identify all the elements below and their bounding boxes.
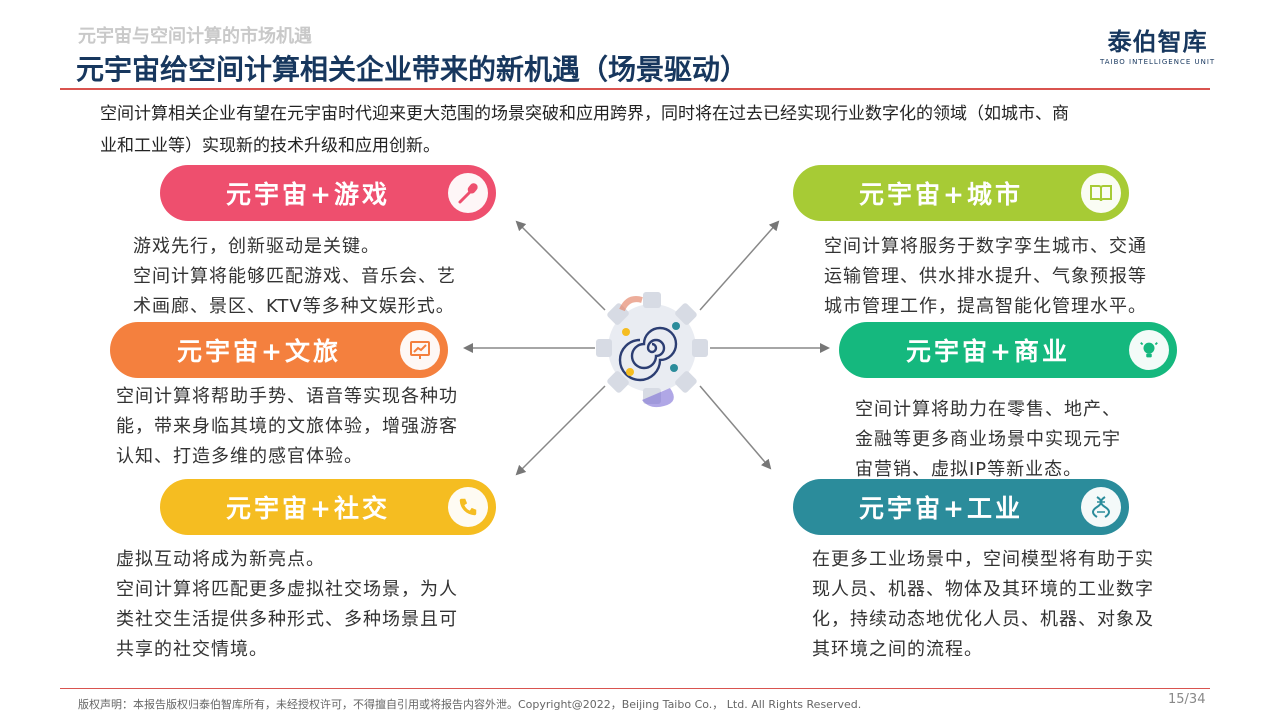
scenario-game-line: 游戏先行，创新驱动是关键。 [133, 236, 380, 257]
scenario-commerce-banner: 元宇宙+商业 [839, 322, 1177, 378]
scenario-city-line: 城市管理工作，提高智能化管理水平。 [824, 296, 1147, 317]
scenario-industry-banner: 元宇宙+工业 [793, 479, 1129, 535]
scenario-social-description: 虚拟互动将成为新亮点。 空间计算将匹配更多虚拟社交场景，为人 类社交生活提供多种… [116, 545, 458, 665]
dna-icon [1081, 487, 1121, 527]
scenario-commerce-line: 空间计算将助力在零售、地产、 [855, 399, 1121, 420]
header-divider [60, 88, 1210, 90]
scenario-tourism-description: 空间计算将帮助手势、语音等实现各种功 能，带来身临其境的文旅体验，增强游客 认知… [116, 382, 458, 472]
brand-logo: 泰伯智库 TAIBO INTELLIGENCE UNIT [1100, 28, 1215, 66]
scenario-tourism-line: 空间计算将帮助手势、语音等实现各种功 [116, 386, 458, 407]
scenario-industry-line: 化，持续动态地优化人员、机器、对象及 [812, 609, 1154, 630]
scenario-tourism-line: 能，带来身临其境的文旅体验，增强游客 [116, 416, 458, 437]
scenario-tourism-title: 元宇宙+文旅 [177, 337, 341, 366]
microphone-icon [448, 173, 488, 213]
scenario-industry-title: 元宇宙+工业 [859, 494, 1023, 523]
scenario-commerce-line: 宙营销、虚拟IP等新业态。 [855, 459, 1083, 480]
arrow-to-social [515, 385, 606, 476]
book-icon [1081, 173, 1121, 213]
arrow-to-game [515, 220, 606, 311]
scenario-industry-line: 在更多工业场景中，空间模型将有助于实 [812, 549, 1154, 570]
scenario-social-line: 共享的社交情境。 [116, 639, 268, 660]
arrow-to-industry [699, 385, 772, 470]
scenario-commerce-title: 元宇宙+商业 [906, 337, 1070, 366]
scenario-city-banner: 元宇宙+城市 [793, 165, 1129, 221]
logo-text-cn: 泰伯智库 [1107, 28, 1208, 56]
scenario-social-line: 虚拟互动将成为新亮点。 [116, 549, 325, 570]
scenario-social-line: 空间计算将匹配更多虚拟社交场景，为人 [116, 579, 458, 600]
scenario-game-banner: 元宇宙+游戏 [160, 165, 496, 221]
copyright-notice: 版权声明：本报告版权归泰伯智库所有，未经授权许可，不得擅自引用或将报告内容外泄。… [78, 698, 862, 711]
section-supertitle: 元宇宙与空间计算的市场机遇 [78, 26, 312, 47]
scenario-city-title: 元宇宙+城市 [859, 180, 1023, 209]
arrow-to-city [699, 220, 780, 311]
scenario-social-line: 类社交生活提供多种形式、多种场景且可 [116, 609, 458, 630]
intro-line-2: 业和工业等）实现新的技术升级和应用创新。 [100, 136, 440, 156]
spiral-gear-icon [596, 292, 708, 408]
intro-paragraph: 空间计算相关企业有望在元宇宙时代迎来更大范围的场景突破和应用跨界，同时将在过去已… [100, 98, 1180, 162]
scenario-tourism-line: 认知、打造多维的感官体验。 [116, 446, 363, 467]
scenario-city-line: 运输管理、供水排水提升、气象预报等 [824, 266, 1147, 287]
scenario-social-title: 元宇宙+社交 [226, 494, 390, 523]
lightbulb-icon [1129, 330, 1169, 370]
scenario-industry-description: 在更多工业场景中，空间模型将有助于实 现人员、机器、物体及其环境的工业数字 化，… [812, 545, 1154, 665]
scenario-industry-line: 其环境之间的流程。 [812, 639, 983, 660]
scenario-commerce-line: 金融等更多商业场景中实现元宇 [855, 429, 1121, 450]
scenario-social-banner: 元宇宙+社交 [160, 479, 496, 535]
scenario-game-description: 游戏先行，创新驱动是关键。 空间计算将能够匹配游戏、音乐会、艺 术画廊、景区、K… [133, 232, 456, 322]
intro-line-1: 空间计算相关企业有望在元宇宙时代迎来更大范围的场景突破和应用跨界，同时将在过去已… [100, 104, 1069, 124]
page-title: 元宇宙给空间计算相关企业带来的新机遇（场景驱动） [76, 53, 749, 86]
scenario-commerce-description: 空间计算将助力在零售、地产、 金融等更多商业场景中实现元宇 宙营销、虚拟IP等新… [855, 395, 1121, 485]
footer-divider [60, 688, 1210, 689]
scenario-game-line: 术画廊、景区、KTV等多种文娱形式。 [133, 296, 455, 317]
phone-icon [448, 487, 488, 527]
scenario-tourism-banner: 元宇宙+文旅 [110, 322, 448, 378]
scenario-game-line: 空间计算将能够匹配游戏、音乐会、艺 [133, 266, 456, 287]
presentation-chart-icon [400, 330, 440, 370]
scenario-city-line: 空间计算将服务于数字孪生城市、交通 [824, 236, 1147, 257]
scenario-city-description: 空间计算将服务于数字孪生城市、交通 运输管理、供水排水提升、气象预报等 城市管理… [824, 232, 1147, 322]
page-number: 15/34 [1168, 692, 1206, 707]
scenario-industry-line: 现人员、机器、物体及其环境的工业数字 [812, 579, 1154, 600]
logo-text-en: TAIBO INTELLIGENCE UNIT [1100, 58, 1216, 66]
scenario-game-title: 元宇宙+游戏 [226, 180, 390, 209]
